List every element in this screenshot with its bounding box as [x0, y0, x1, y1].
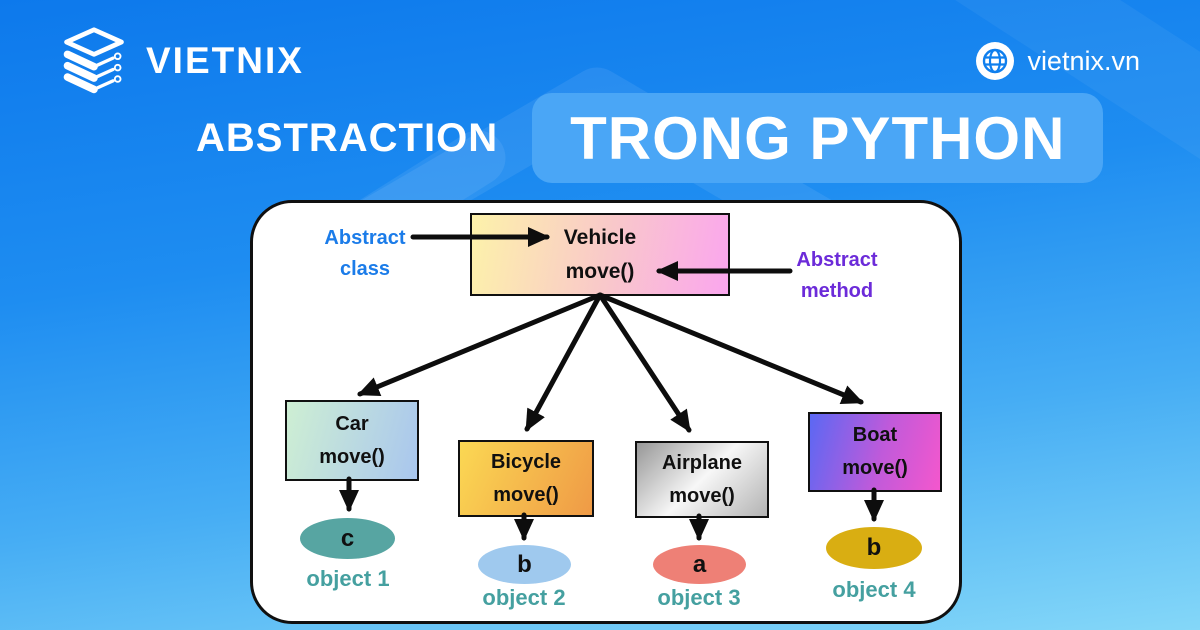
title-highlight: TRONG PYTHON — [570, 104, 1066, 172]
site-url-badge: vietnix.vn — [976, 42, 1140, 80]
title-row: ABSTRACTION TRONG PYTHON — [196, 93, 1104, 183]
object-ellipse-2: b — [478, 545, 571, 584]
globe-icon — [976, 42, 1015, 80]
abstract-method-line1: Abstract — [796, 249, 878, 271]
vehicle-method-name: move() — [565, 259, 635, 283]
abstract-class-line2: class — [339, 258, 391, 280]
object-ellipse-4: b — [826, 527, 922, 569]
object-label-2: object 2 — [482, 585, 566, 610]
boat-class-name: Boat — [852, 424, 898, 446]
object-label-1: object 1 — [306, 566, 390, 591]
class-box-bicycle: Bicycle move() — [458, 440, 594, 517]
brand-name: VIETNIX — [146, 40, 304, 81]
car-class-name: Car — [335, 412, 369, 435]
vietnix-logo-icon — [58, 26, 130, 96]
brand-logo: VIETNIX — [58, 26, 304, 96]
airplane-method-name: move() — [669, 484, 735, 507]
airplane-class-name: Airplane — [661, 451, 743, 474]
bicycle-class-name: Bicycle — [490, 450, 562, 473]
vehicle-class-name: Vehicle — [563, 225, 637, 249]
abstract-method-line2: method — [800, 280, 874, 302]
object-label-3: object 3 — [657, 585, 741, 610]
class-box-airplane: Airplane move() — [635, 441, 769, 518]
class-box-boat: Boat move() — [808, 412, 942, 492]
title-pill: TRONG PYTHON — [532, 93, 1104, 183]
class-box-car: Car move() — [285, 400, 419, 481]
object-label-4: object 4 — [832, 577, 916, 602]
bicycle-method-name: move() — [493, 483, 559, 506]
site-url: vietnix.vn — [1027, 45, 1140, 76]
class-box-vehicle: Vehicle move() — [470, 213, 730, 296]
car-method-name: move() — [319, 445, 385, 468]
object-ellipse-3: a — [653, 545, 746, 584]
boat-method-name: move() — [842, 457, 908, 479]
abstract-method-label: Abstract method — [782, 245, 892, 307]
title-lead: ABSTRACTION — [196, 115, 499, 160]
abstract-class-label: Abstract class — [310, 223, 420, 285]
object-ellipse-1: c — [300, 518, 395, 559]
abstract-class-line1: Abstract — [324, 227, 406, 249]
